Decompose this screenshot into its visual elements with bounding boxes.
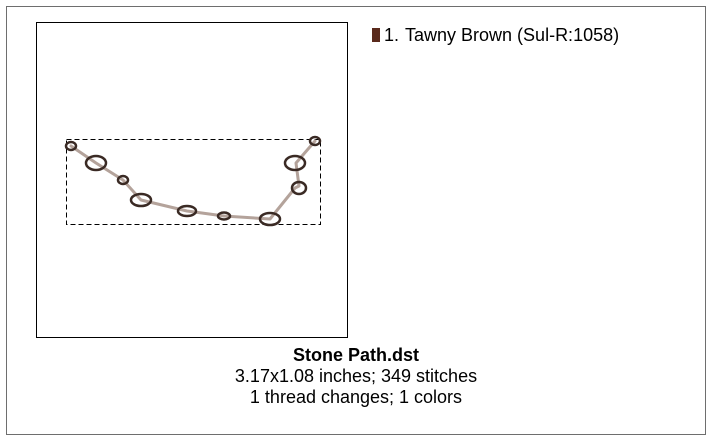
stone-stitch — [308, 135, 322, 147]
stone-stitch — [84, 154, 108, 172]
stone-stitch — [258, 211, 282, 227]
thread-color-swatch — [372, 28, 380, 42]
stone-stitch-group — [64, 135, 322, 227]
design-filename: Stone Path.dst — [292, 345, 419, 365]
stone-path-line — [69, 139, 317, 221]
stone-stitch — [290, 180, 308, 196]
stitch-preview-canvas — [64, 135, 322, 227]
thread-color-list: 1. Tawny Brown (Sul-R:1058) — [372, 24, 619, 46]
design-dimensions: 3.17x1.08 inches; 349 stitches — [234, 366, 478, 386]
stone-stitch — [283, 154, 307, 172]
stone-stitch — [176, 204, 198, 218]
design-summary: Stone Path.dst 3.17x1.08 inches; 349 sti… — [6, 344, 706, 408]
thread-index: 1. — [384, 25, 400, 45]
design-preview — [36, 22, 348, 338]
thread-name: Tawny Brown (Sul-R:1058) — [405, 25, 620, 45]
stone-stitch — [216, 211, 232, 221]
design-thread-changes: 1 thread changes; 1 colors — [249, 387, 463, 407]
bounding-box — [66, 139, 321, 225]
stone-stitch — [129, 192, 153, 208]
stone-stitch — [116, 174, 130, 186]
thread-color-item: 1. Tawny Brown (Sul-R:1058) — [372, 24, 619, 46]
stone-stitch — [64, 140, 78, 152]
